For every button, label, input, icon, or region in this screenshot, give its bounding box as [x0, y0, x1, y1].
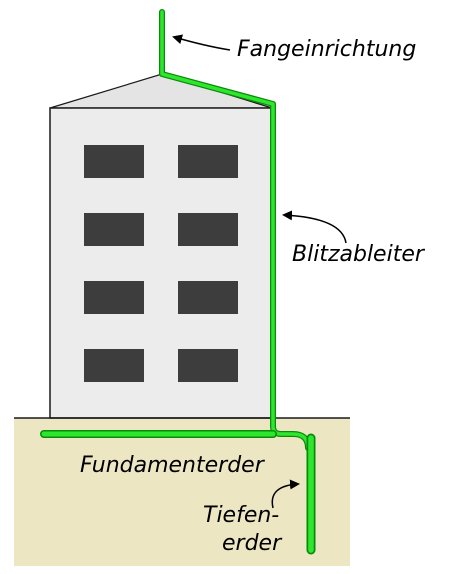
air-terminal-label: Fangeinrichtung [237, 37, 416, 62]
window [84, 213, 144, 246]
window [178, 145, 238, 178]
ground [14, 418, 350, 566]
deep-earth-label-line2: erder [222, 531, 283, 556]
roof [49, 73, 273, 109]
foundation-earth-label: Fundamenterder [80, 453, 266, 478]
window [84, 145, 144, 178]
air-terminal-pointer [172, 34, 231, 51]
deep-earth-label-line1: Tiefen- [203, 503, 279, 528]
window [178, 281, 238, 314]
window [84, 349, 144, 382]
down-conductor [159, 9, 311, 451]
window [178, 213, 238, 246]
deep-earth-pointer [271, 479, 300, 509]
down-conductor-label: Blitzableiter [292, 242, 426, 267]
building-wall [49, 107, 273, 419]
windows [84, 145, 238, 382]
window [84, 281, 144, 314]
window [178, 349, 238, 382]
down-conductor-pointer [282, 210, 347, 244]
